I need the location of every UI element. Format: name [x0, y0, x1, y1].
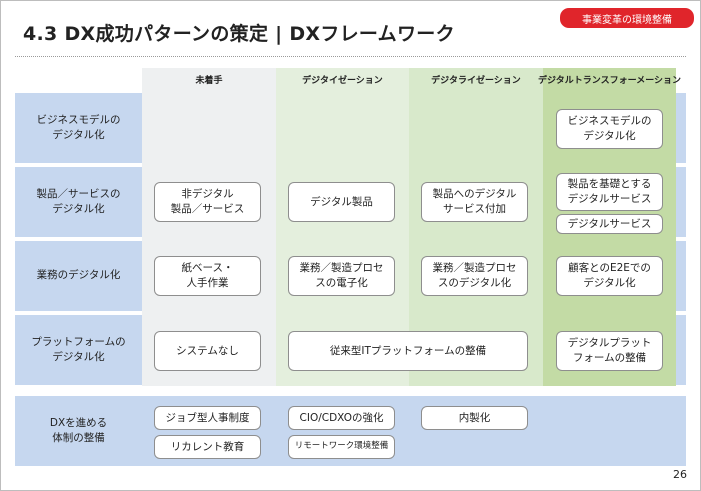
structure-insourcing: 内製化: [421, 406, 528, 430]
cell-product-dx-extra: デジタルサービス: [556, 214, 663, 234]
row-label-operations: 業務のデジタル化: [36, 269, 121, 282]
row-band-business-model-right: [676, 93, 686, 163]
row-band-business-model: [15, 93, 142, 163]
row-band-product: [15, 167, 142, 237]
row-label-product: 製品／サービスの デジタル化: [36, 187, 121, 215]
row-band-operations: [15, 241, 142, 311]
cell-operations-digitization: 業務／製造プロセ スの電子化: [288, 256, 395, 296]
column-header-digitalization: デジタライゼーション: [431, 75, 521, 86]
row-label-structure: DXを進める 体制の整備: [49, 416, 108, 444]
structure-remote-work: リモートワーク環境整備: [288, 435, 395, 459]
cell-platform-dx: デジタルプラット フォームの整備: [556, 331, 663, 371]
cell-business-model-dx: ビジネスモデルの デジタル化: [556, 109, 663, 149]
row-band-product-right: [676, 167, 686, 237]
cell-product-dx: 製品を基礎とする デジタルサービス: [556, 173, 663, 211]
structure-cio-cdxo: CIO/CDXOの強化: [288, 406, 395, 430]
row-label-business-model: ビジネスモデルの デジタル化: [36, 113, 121, 141]
row-label-platform: プラットフォームの デジタル化: [31, 335, 126, 363]
structure-job-hr: ジョブ型人事制度: [154, 406, 261, 430]
cell-platform-digitization: 従来型ITプラットフォームの整備: [288, 331, 528, 371]
cell-operations-untouched: 紙ベース・ 人手作業: [154, 256, 261, 296]
column-header-digitization: デジタイゼーション: [302, 75, 383, 86]
row-band-platform-right: [676, 315, 686, 385]
cell-product-digitization: デジタル製品: [288, 182, 395, 222]
row-band-operations-right: [676, 241, 686, 311]
section-tag: 事業変革の環境整備: [560, 8, 694, 28]
cell-platform-untouched: システムなし: [154, 331, 261, 371]
page-title: 4.3 DX成功パターンの策定 | DXフレームワーク: [23, 23, 455, 45]
cell-operations-digitalization: 業務／製造プロセ スのデジタル化: [421, 256, 528, 296]
cell-product-untouched: 非デジタル 製品／サービス: [154, 182, 261, 222]
page-number: 26: [673, 468, 687, 481]
column-header-dx: デジタルトランスフォーメーション: [537, 75, 682, 86]
row-band-platform: [15, 315, 142, 385]
cell-operations-dx: 顧客とのE2Eでの デジタル化: [556, 256, 663, 296]
structure-recurrent-education: リカレント教育: [154, 435, 261, 459]
title-divider: [15, 56, 686, 57]
column-header-untouched: 未着手: [195, 75, 223, 86]
cell-product-digitalization: 製品へのデジタル サービス付加: [421, 182, 528, 222]
